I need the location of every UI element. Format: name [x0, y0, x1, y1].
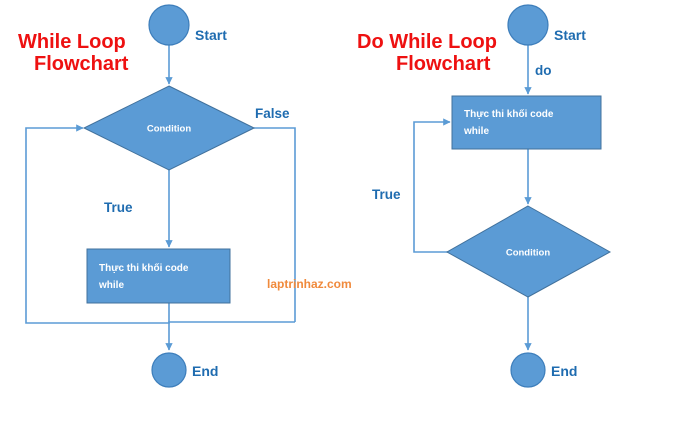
node-process-label-line1: Thực thi khối code	[99, 262, 189, 274]
edge-label-false: False	[255, 106, 290, 121]
edge-condition-loopback-true	[413, 118, 451, 253]
title-do-while-loop-line1: Do While Loop	[357, 31, 497, 53]
node-process-label-line2: while	[98, 280, 124, 291]
edge-merge-to-end	[165, 321, 295, 351]
node-condition-diamond[interactable]	[445, 205, 612, 298]
node-end-circle[interactable]	[510, 352, 546, 388]
diagram-do-while-loop: Start do Thực thi khối code while True C…	[355, 4, 612, 388]
node-start-label: Start	[554, 27, 586, 43]
title-do-while-loop-line2: Flowchart	[396, 53, 491, 75]
edge-label-true: True	[372, 187, 401, 202]
node-start-circle[interactable]	[507, 4, 549, 46]
edge-label-do: do	[535, 63, 552, 78]
node-end-label: End	[551, 363, 577, 379]
node-end-label: End	[192, 363, 218, 379]
node-condition-label: Condition	[506, 248, 551, 259]
edge-label-true: True	[104, 200, 133, 215]
node-end-circle[interactable]	[151, 352, 187, 388]
title-while-loop-line2: Flowchart	[34, 53, 129, 75]
title-while-loop-line1: While Loop	[18, 31, 126, 53]
node-process-label-line2: while	[463, 126, 489, 137]
diagram-while-loop: Start Condition True False Thực thi khối…	[16, 4, 296, 388]
watermark-text: laptrinhaz.com	[267, 277, 352, 291]
node-start-circle[interactable]	[148, 4, 190, 46]
node-condition-diamond[interactable]	[82, 85, 256, 171]
node-start-label: Start	[195, 27, 227, 43]
node-condition-label: Condition	[147, 124, 192, 135]
node-process-box[interactable]	[86, 248, 231, 304]
node-process-box[interactable]	[451, 95, 602, 150]
edge-condition-to-end-false	[254, 127, 296, 322]
node-process-label-line1: Thực thi khối code	[464, 108, 554, 120]
edge-process-loopback-to-condition	[25, 124, 170, 324]
